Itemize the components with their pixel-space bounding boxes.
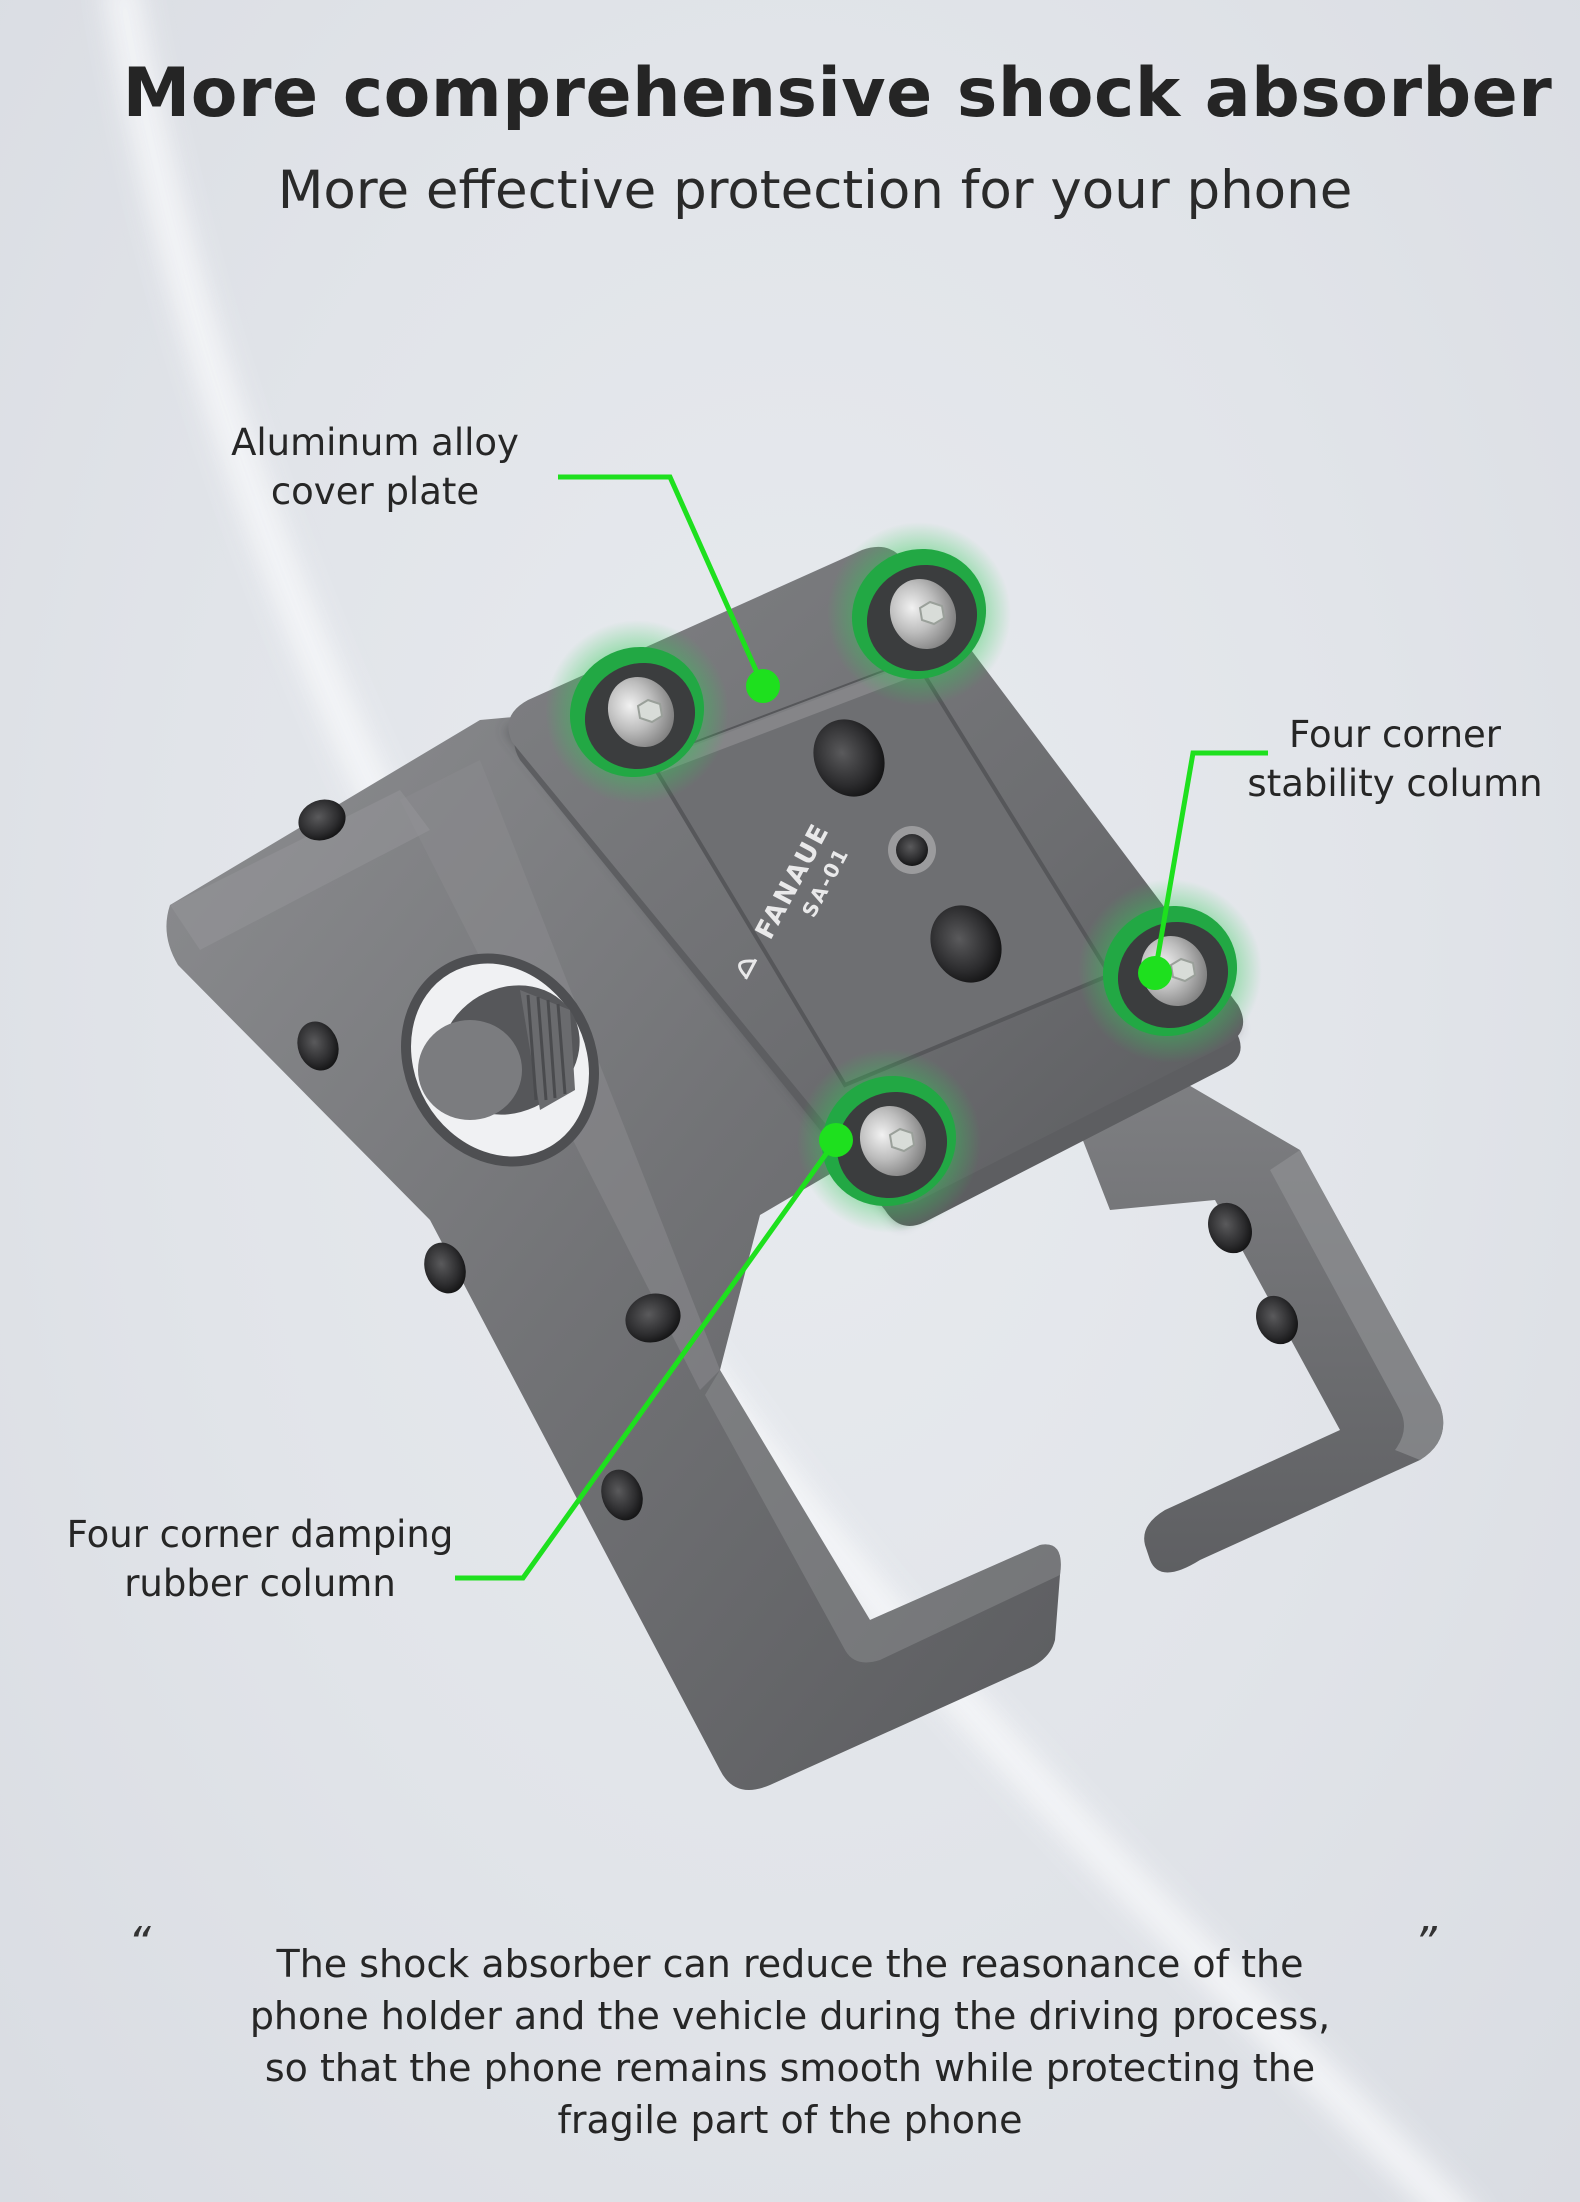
annotation-damping-leader — [455, 1123, 853, 1581]
description-quote: The shock absorber can reduce the reason… — [130, 1938, 1450, 2146]
annotation-stability-leader — [1138, 750, 1268, 990]
rubber-column-bottom-left — [797, 1049, 981, 1233]
knurled-knob — [418, 985, 580, 1120]
callout-damping-rubber-column: Four corner damping rubber column — [20, 1510, 500, 1608]
rubber-column-top-right — [827, 522, 1011, 706]
open-quote-icon: “ — [128, 1918, 151, 1969]
annotation-aluminum-leader — [558, 474, 780, 703]
callout-stability-column: Four corner stability column — [1205, 710, 1580, 808]
callout-line: cover plate — [270, 470, 480, 513]
callout-line: stability column — [1247, 762, 1543, 805]
callout-line: Four corner damping — [66, 1513, 454, 1556]
close-quote-icon: ” — [1414, 1918, 1437, 1969]
quote-line: fragile part of the phone — [557, 2098, 1023, 2142]
rubber-column-top-left — [545, 620, 729, 804]
annotation-dot — [746, 669, 780, 703]
quote-line: The shock absorber can reduce the reason… — [276, 1942, 1304, 1986]
callout-line: Aluminum alloy — [231, 421, 519, 464]
quote-line: so that the phone remains smooth while p… — [264, 2046, 1316, 2090]
page-subtitle: More effective protection for your phone — [277, 160, 1353, 221]
annotation-dot — [1138, 956, 1172, 990]
annotation-dot — [819, 1123, 853, 1157]
callout-line: rubber column — [124, 1562, 396, 1605]
page-title: More comprehensive shock absorber — [122, 54, 1553, 133]
right-bracket-arm — [1075, 1080, 1444, 1573]
quote-line: phone holder and the vehicle during the … — [249, 1994, 1331, 2038]
callout-aluminum-cover-plate: Aluminum alloy cover plate — [175, 418, 575, 516]
callout-line: Four corner — [1289, 713, 1501, 756]
